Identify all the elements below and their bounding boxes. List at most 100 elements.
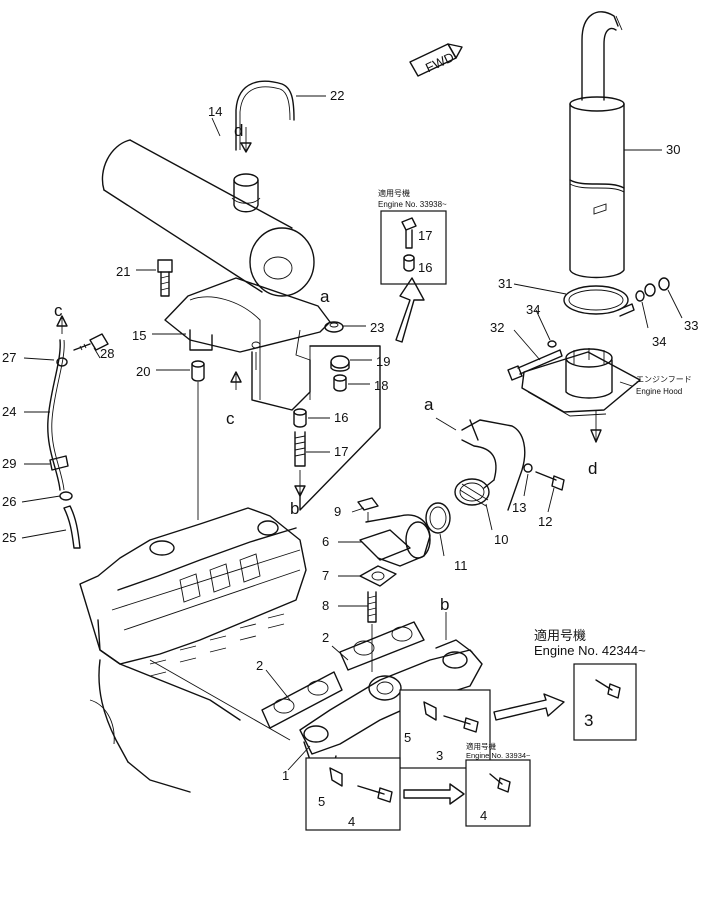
inset-box-33934 [465, 759, 531, 827]
inset-bolt-4-new [489, 773, 511, 793]
ref-b1: b [290, 499, 299, 518]
callout-11: 11 [454, 558, 468, 573]
callout-3b: 3 [584, 711, 593, 730]
callout-6: 6 [322, 534, 329, 549]
callout-16a: 16 [334, 410, 348, 425]
callout-2a: 2 [256, 658, 263, 673]
engine-block [79, 507, 307, 793]
callout-34a: 34 [526, 302, 540, 317]
note-33938-en: Engine No. 33938~ [378, 200, 447, 209]
callout-13: 13 [512, 500, 526, 515]
nut-23 [324, 321, 344, 333]
note-42344-jp: 適用号機 [534, 628, 586, 643]
callout-20: 20 [136, 364, 150, 379]
callout-5a: 5 [404, 730, 411, 745]
callout-34b: 34 [652, 334, 666, 349]
hood-adapter [521, 348, 641, 443]
bolt-12 [523, 463, 565, 491]
note-33934-en: Engine No. 33934~ [466, 751, 531, 760]
callout-19: 19 [376, 354, 390, 369]
bolt-28 [73, 333, 109, 351]
callout-22: 22 [330, 88, 344, 103]
callout-24: 24 [2, 404, 16, 419]
callout-17a: 17 [334, 444, 348, 459]
callout-26: 26 [2, 494, 16, 509]
callout-14: 14 [208, 104, 222, 119]
elbow-6 [359, 514, 431, 567]
callout-5b: 5 [318, 794, 325, 809]
tail-pipe [569, 11, 625, 279]
callout-7: 7 [322, 568, 329, 583]
manifold-gasket-left [261, 671, 343, 729]
callout-29: 29 [2, 456, 16, 471]
callout-9: 9 [334, 504, 341, 519]
ref-c2: c [54, 301, 63, 320]
inset-bolt-3-new [595, 679, 621, 699]
ref-a1: a [320, 287, 330, 306]
inset-bolt-4 [329, 767, 393, 803]
ref-a2: a [424, 395, 434, 414]
clamp-31 [563, 285, 635, 317]
bolt-21 [157, 259, 173, 297]
note-33934-jp: 適用号機 [466, 741, 496, 751]
fwd-arrow-tag: FWD [409, 43, 463, 77]
gasket-11 [425, 502, 451, 534]
callout-8: 8 [322, 598, 329, 613]
callouts: 14 22 21 15 20 23 19 18 16 17 17 16 27 2… [2, 88, 698, 829]
callout-10: 10 [494, 532, 508, 547]
gasket-7 [359, 565, 397, 587]
arrow-to-42344 [493, 693, 565, 721]
inset-bolt-17 [401, 217, 417, 272]
arrow-to-33934 [403, 783, 465, 805]
nut-9 [357, 497, 379, 522]
callout-23: 23 [370, 320, 384, 335]
hose-assembly [47, 315, 81, 549]
inset-box-33938 [380, 210, 447, 285]
callout-16b: 16 [418, 260, 432, 275]
inset-box-42344 [573, 663, 637, 741]
inset-bolt-3 [423, 701, 479, 733]
callout-4a: 4 [348, 814, 355, 829]
callout-31: 31 [498, 276, 512, 291]
callout-17b: 17 [418, 228, 432, 243]
callout-27: 27 [2, 350, 16, 365]
drain-pipe [235, 80, 295, 153]
spacer-20 [191, 360, 205, 520]
ref-b2: b [440, 595, 449, 614]
reference-letters: d a c c b a d b [54, 121, 597, 614]
inset-box-bolt-3 [399, 689, 491, 769]
callout-15: 15 [132, 328, 146, 343]
callout-12: 12 [538, 514, 552, 529]
muffler [101, 139, 315, 297]
bracket-group-outline [299, 345, 381, 511]
ref-d2: d [588, 459, 597, 478]
note-hood-en: Engine Hood [636, 387, 682, 396]
callout-3a: 3 [436, 748, 443, 763]
callout-18: 18 [374, 378, 388, 393]
manifold-gasket-right [339, 621, 425, 671]
callout-25: 25 [2, 530, 16, 545]
callout-30: 30 [666, 142, 680, 157]
callout-1: 1 [282, 768, 289, 783]
callout-28: 28 [100, 346, 114, 361]
elbow-pipe [454, 419, 526, 511]
callout-33: 33 [684, 318, 698, 333]
applicability-notes: 適用号機 Engine No. 33938~ 適用号機 Engine No. 4… [378, 188, 692, 760]
leader-lines [21, 95, 683, 771]
ref-c1: c [226, 409, 235, 428]
callout-2b: 2 [322, 630, 329, 645]
callout-21: 21 [116, 264, 130, 279]
ref-d1: d [234, 121, 243, 140]
stud-8 [367, 591, 377, 672]
nuts-33 [547, 277, 670, 348]
note-33938-jp: 適用号機 [378, 188, 410, 198]
note-42344-en: Engine No. 42344~ [534, 643, 646, 658]
hardware-stack [293, 355, 350, 497]
note-hood-jp: エンジンフード [636, 375, 692, 384]
muffler-bracket [164, 277, 331, 411]
inset-arrow-up [395, 277, 425, 343]
callout-4b: 4 [480, 808, 487, 823]
callout-32: 32 [490, 320, 504, 335]
